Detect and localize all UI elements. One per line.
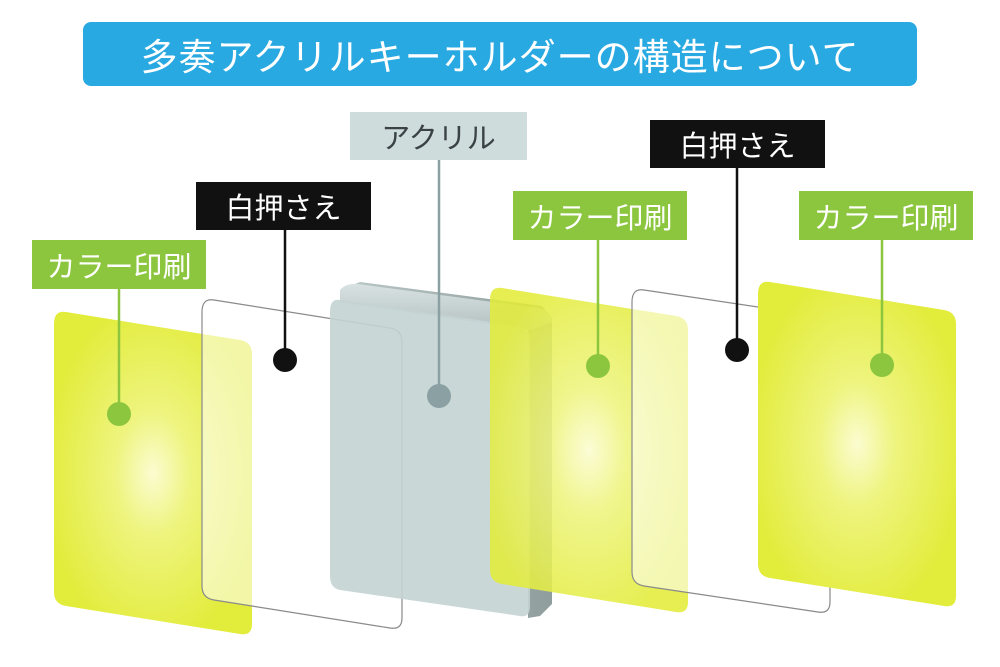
- label-color-print-3: カラー印刷: [799, 191, 973, 240]
- label-acrylic: アクリル: [350, 112, 527, 160]
- marker-dot-color-print-2: [586, 354, 610, 378]
- color-print-layer-3: [758, 281, 956, 607]
- marker-dot-white-backing-2: [725, 338, 749, 362]
- marker-dot-acrylic: [427, 384, 451, 408]
- title-banner: 多奏アクリルキーホルダーの構造について: [83, 22, 917, 86]
- marker-dot-white-backing-1: [273, 348, 297, 372]
- label-color-print-2: カラー印刷: [513, 191, 687, 240]
- label-color-print-1: カラー印刷: [32, 240, 206, 289]
- page-title: 多奏アクリルキーホルダーの構造について: [140, 36, 860, 79]
- marker-dot-color-print-1: [107, 402, 131, 426]
- label-white-backing-2: 白押さえ: [650, 120, 825, 168]
- marker-dot-color-print-3: [870, 353, 894, 377]
- label-white-backing-1: 白押さえ: [196, 182, 371, 230]
